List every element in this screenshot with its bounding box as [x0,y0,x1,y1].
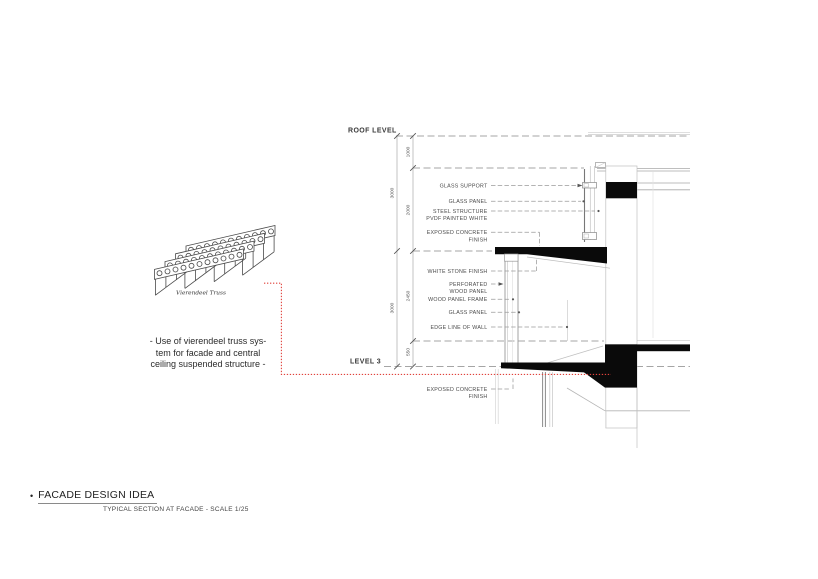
label-glass-panel-lower: GLASS PANEL [449,310,488,316]
truss-base-rails [155,251,275,296]
label-glass-support: GLASS SUPPORT [440,183,488,189]
dim-inner-3: 2450 [406,290,412,301]
leader-terminators [498,183,600,329]
sheet-subtitle: TYPICAL SECTION AT FACADE - SCALE 1/25 [103,506,249,513]
label-glass-panel-upper: GLASS PANEL [449,199,488,205]
dim-inner-4: 550 [406,348,412,356]
leader-lines [491,185,595,390]
concept-note: - Use of vierendeel truss sys- tem for f… [137,336,279,371]
label-edge-line-of-wall: EDGE LINE OF WALL [430,325,487,331]
sheet-title: FACADE DESIGN IDEA [38,489,158,504]
slab-reveal-notch [504,253,519,262]
truss-drawing: Vierendeel Truss [154,224,276,297]
dimension-values: 3000 3000 1000 2000 2450 550 [390,146,412,356]
note-line: ceiling suspended structure - [150,359,266,370]
dim-outer-2: 3000 [390,302,396,313]
roof-slab-outline [588,131,690,135]
label-wood-panel-frame: WOOD PANEL FRAME [428,297,488,303]
facade-wall-layers [504,254,568,363]
dimension-lines [393,132,417,370]
annotation-labels: GLASS SUPPORT GLASS PANEL STEEL STRUCTUR… [426,183,488,400]
glass-support-bracket [582,182,597,189]
dim-inner-2: 2000 [406,204,412,215]
level3-slab-band [605,344,690,352]
note-line: - Use of vierendeel truss sys- [149,336,267,346]
dim-inner-1: 1000 [406,146,412,157]
level3-edge-slab [501,362,605,388]
label-perforated-2: WOOD PANEL [449,289,487,295]
upper-slab [495,247,607,264]
dimension-ticks [393,132,417,370]
context-lines [495,345,690,448]
title-block: • FACADE DESIGN IDEA [30,489,158,504]
label-exposed-concrete-top-2: FINISH [469,237,488,243]
truss-beam [154,248,244,296]
section-drawing: ROOF LEVEL LEVEL 3 3000 3000 1000 2000 2… [264,128,690,448]
label-exposed-concrete-top-1: EXPOSED CONCRETE [427,230,488,236]
title-bullet: • [30,491,34,501]
slab-soffit-line [526,256,611,269]
roof-edge-beam [606,182,637,199]
lower-bracket [582,232,597,240]
cut-concrete-elements [495,182,690,388]
label-white-stone-finish: WHITE STONE FINISH [427,269,487,275]
red-connector-line [264,282,611,375]
level3-label: LEVEL 3 [350,359,381,366]
column-outline [605,165,638,429]
label-exposed-concrete-bot-2: FINISH [469,394,488,400]
label-perforated-1: PERFORATED [449,282,487,288]
note-line: tem for facade and central [155,347,261,358]
truss-caption: Vierendeel Truss [176,291,226,297]
dim-outer-1: 3000 [390,187,396,198]
label-steel-structure-2: PVDF PAINTED WHITE [426,216,487,222]
mullion-assembly [582,162,606,242]
level3-beam-block [605,344,637,388]
label-steel-structure-1: STEEL STRUCTURE [433,209,488,215]
roof-level-label: ROOF LEVEL [348,128,397,135]
label-exposed-concrete-bot-1: EXPOSED CONCRETE [427,387,488,393]
